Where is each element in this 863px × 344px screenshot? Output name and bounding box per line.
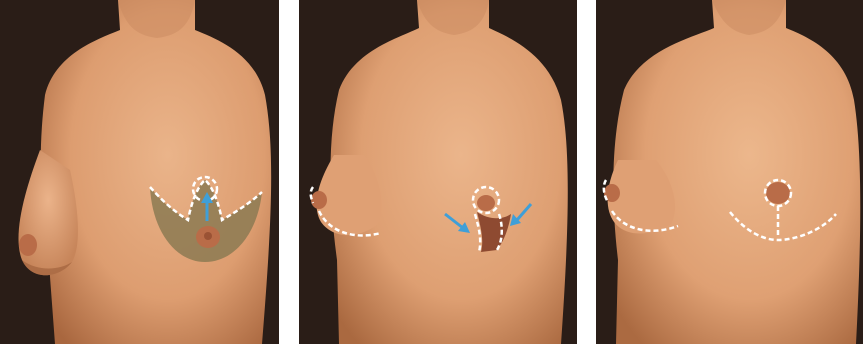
panel-after <box>596 0 863 344</box>
panel-before <box>0 0 279 344</box>
left-areola <box>311 191 327 209</box>
left-areola <box>19 234 37 256</box>
panel-after-illustration <box>596 0 863 344</box>
right-areola <box>477 195 495 211</box>
panel-during-illustration <box>299 0 577 344</box>
panel-before-illustration <box>0 0 279 344</box>
right-areola <box>766 182 790 204</box>
panel-during <box>299 0 577 344</box>
right-nipple <box>204 232 212 240</box>
